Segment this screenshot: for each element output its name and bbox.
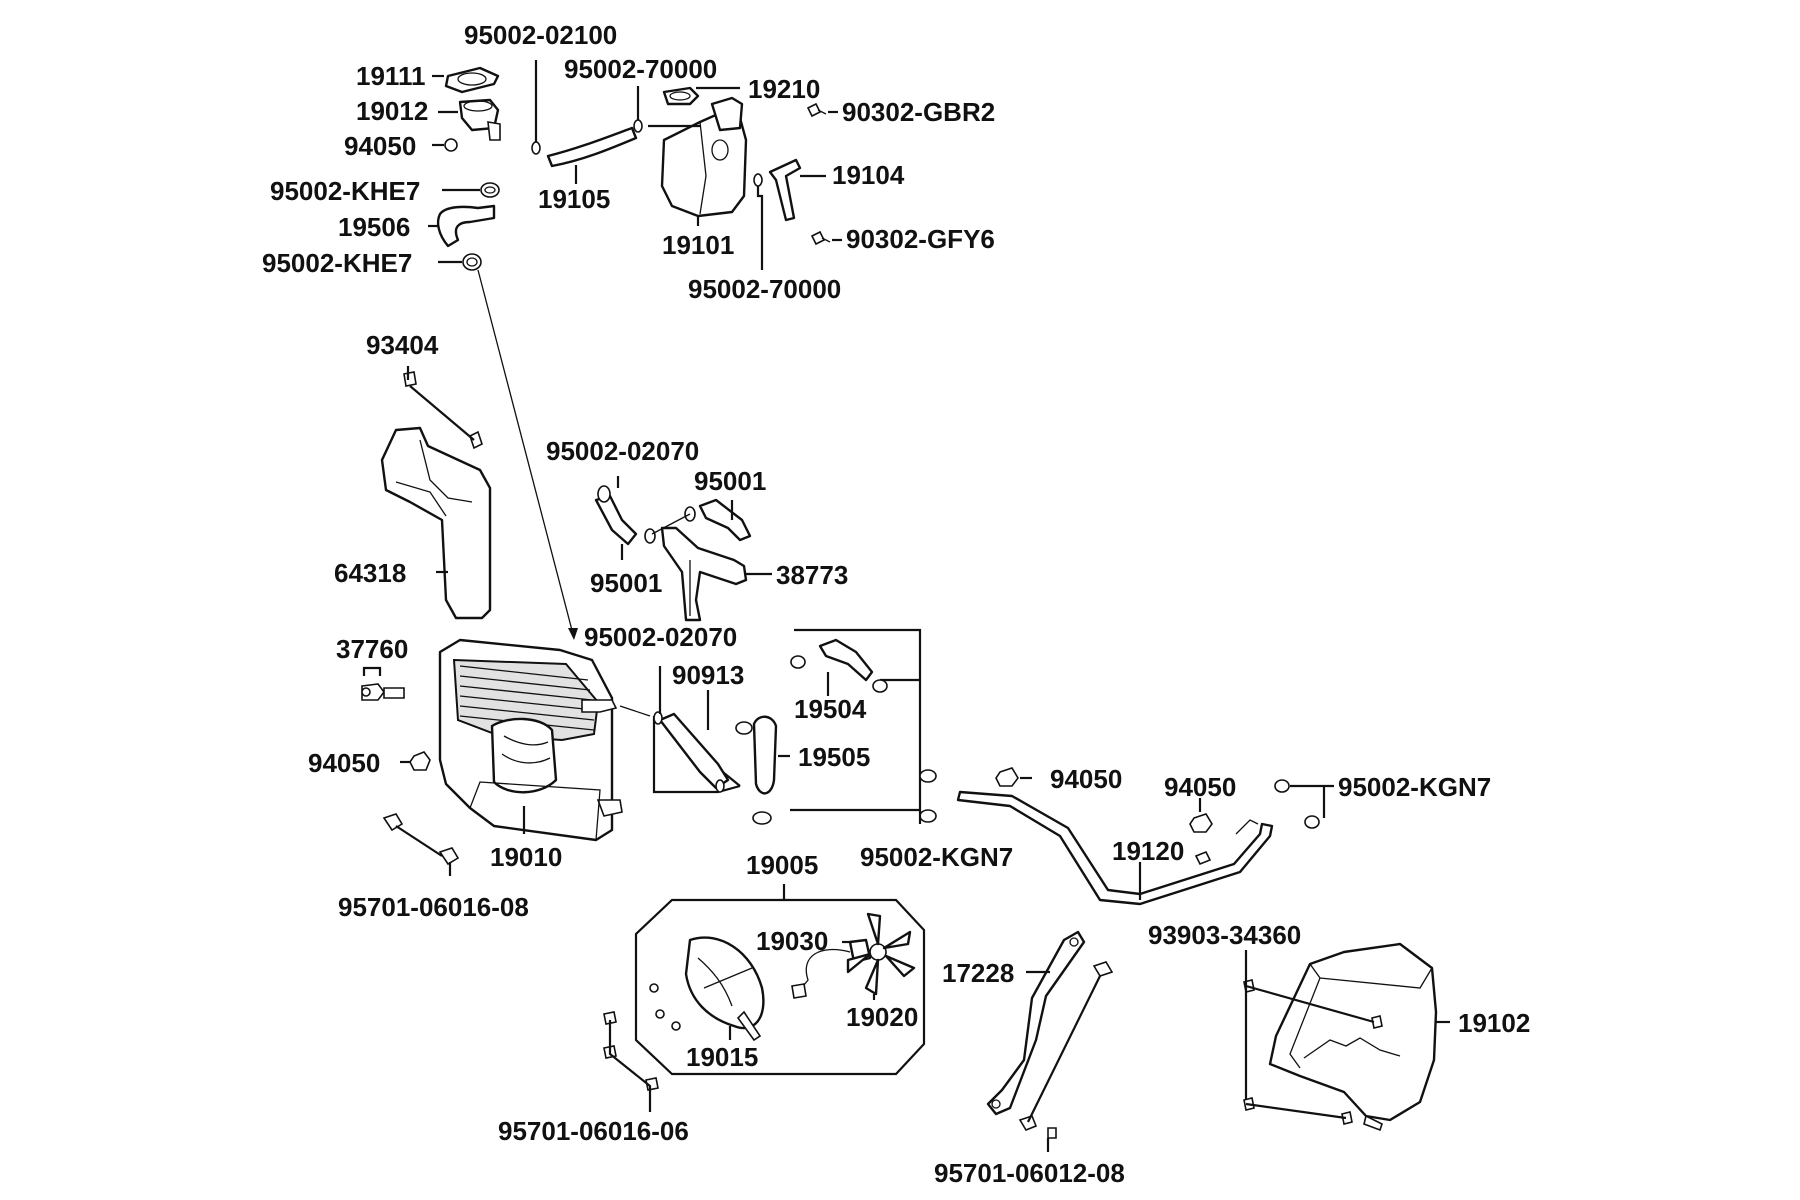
label-93404: 93404	[366, 330, 439, 360]
label-38773: 38773	[776, 560, 848, 590]
label-94050-left: 94050	[308, 748, 380, 778]
fan-assembly-frame-19005	[634, 898, 926, 1076]
label-19505: 19505	[798, 742, 870, 772]
leader-lines	[362, 60, 1450, 1152]
label-37760: 37760	[336, 634, 408, 664]
radiator-19010	[438, 638, 623, 842]
hose-95001-b	[698, 498, 752, 542]
radiator-cover-19102	[1268, 942, 1438, 1132]
clamp-95002-02070-a	[597, 485, 611, 503]
label-95001-a: 95001	[694, 466, 766, 496]
bolt-95701-06012-08	[1018, 961, 1114, 1139]
label-19104: 19104	[832, 160, 905, 190]
hose-box-90913	[652, 711, 741, 794]
hose-19504	[818, 638, 874, 682]
label-19005: 19005	[746, 850, 818, 880]
label-19010: 19010	[490, 842, 562, 872]
label-95002-70000-top: 95002-70000	[564, 54, 717, 84]
hose-19105	[546, 126, 638, 168]
label-19210: 19210	[748, 74, 820, 104]
label-90302-gfy6: 90302-GFY6	[846, 224, 995, 254]
label-95001-b: 95001	[590, 568, 662, 598]
hose-19506	[436, 204, 496, 248]
label-19030: 19030	[756, 926, 828, 956]
label-17228: 17228	[942, 958, 1014, 988]
bolt-90302-gbr2	[806, 102, 827, 118]
label-95002-kgn7-mid: 95002-KGN7	[860, 842, 1013, 872]
label-95002-02070-a: 95002-02070	[546, 436, 699, 466]
label-94050-mid: 94050	[1050, 764, 1122, 794]
cap-19210	[662, 86, 700, 106]
hose-19505	[752, 715, 778, 795]
label-19020: 19020	[846, 1002, 918, 1032]
label-90302-gbr2: 90302-GBR2	[842, 97, 995, 127]
reservoir-cap-19111	[444, 66, 500, 94]
label-19506: 19506	[338, 212, 410, 242]
bolt-90302-gfy6	[810, 230, 831, 246]
temperature-sensor-37760	[361, 683, 405, 701]
label-95002-khe7-b: 95002-KHE7	[262, 248, 412, 278]
clamp-95002-70000-bottom	[753, 173, 763, 187]
nut-94050-mid	[995, 767, 1019, 787]
bolt-95701-06016-06	[603, 1011, 659, 1091]
shroud-64318	[380, 426, 492, 620]
label-95701-06016-06: 95701-06016-06	[498, 1116, 689, 1146]
label-95002-02100: 95002-02100	[464, 20, 617, 50]
label-19120: 19120	[1112, 836, 1184, 866]
label-90913: 90913	[672, 660, 744, 690]
label-95002-kgn7-right: 95002-KGN7	[1338, 772, 1491, 802]
label-19105: 19105	[538, 184, 610, 214]
filler-neck-19012	[458, 98, 501, 141]
nut-94050-right	[1189, 813, 1213, 833]
pipe-19120	[956, 790, 1274, 906]
nut-94050-left	[409, 751, 431, 771]
clamp-95002-70000-top	[633, 119, 643, 133]
bolt-95701-06016-08	[382, 813, 460, 866]
reservoir-tank-19101	[660, 96, 748, 218]
hose-box-19504-19505	[735, 628, 937, 825]
label-19504: 19504	[794, 694, 867, 724]
hose-95001-a	[594, 494, 638, 546]
label-94050-top: 94050	[344, 131, 416, 161]
label-95002-02070-b: 95002-02070	[584, 622, 737, 652]
fan-blade-19020	[846, 912, 916, 996]
label-95701-06016-08: 95701-06016-08	[338, 892, 529, 922]
clamp-95002-kgn7-right	[1274, 779, 1320, 829]
label-64318: 64318	[334, 558, 406, 588]
fan-shroud-19015	[649, 936, 765, 1042]
label-19012: 19012	[356, 96, 428, 126]
nut-94050-top	[444, 138, 458, 152]
bolt-93404	[403, 371, 483, 450]
label-19111: 19111	[356, 61, 425, 91]
label-19102: 19102	[1458, 1008, 1530, 1038]
label-94050-right: 94050	[1164, 772, 1236, 802]
bracket-17228	[986, 930, 1086, 1116]
label-95701-06012-08: 95701-06012-08	[934, 1158, 1125, 1188]
label-95002-khe7-a: 95002-KHE7	[270, 176, 420, 206]
hose-19104	[768, 158, 802, 222]
label-95002-70000-bottom: 95002-70000	[688, 274, 841, 304]
label-19015: 19015	[686, 1042, 758, 1072]
clamp-95002-khe7-b	[462, 253, 482, 271]
part-labels: 95002-02100 19111 95002-70000 19210 9030…	[262, 20, 1530, 1188]
clamp-95002-02100	[531, 141, 541, 155]
label-19101: 19101	[662, 230, 734, 260]
clamp-95002-khe7-a	[480, 182, 500, 198]
label-93903-34360: 93903-34360	[1148, 920, 1301, 950]
pipe-38773	[660, 526, 748, 622]
